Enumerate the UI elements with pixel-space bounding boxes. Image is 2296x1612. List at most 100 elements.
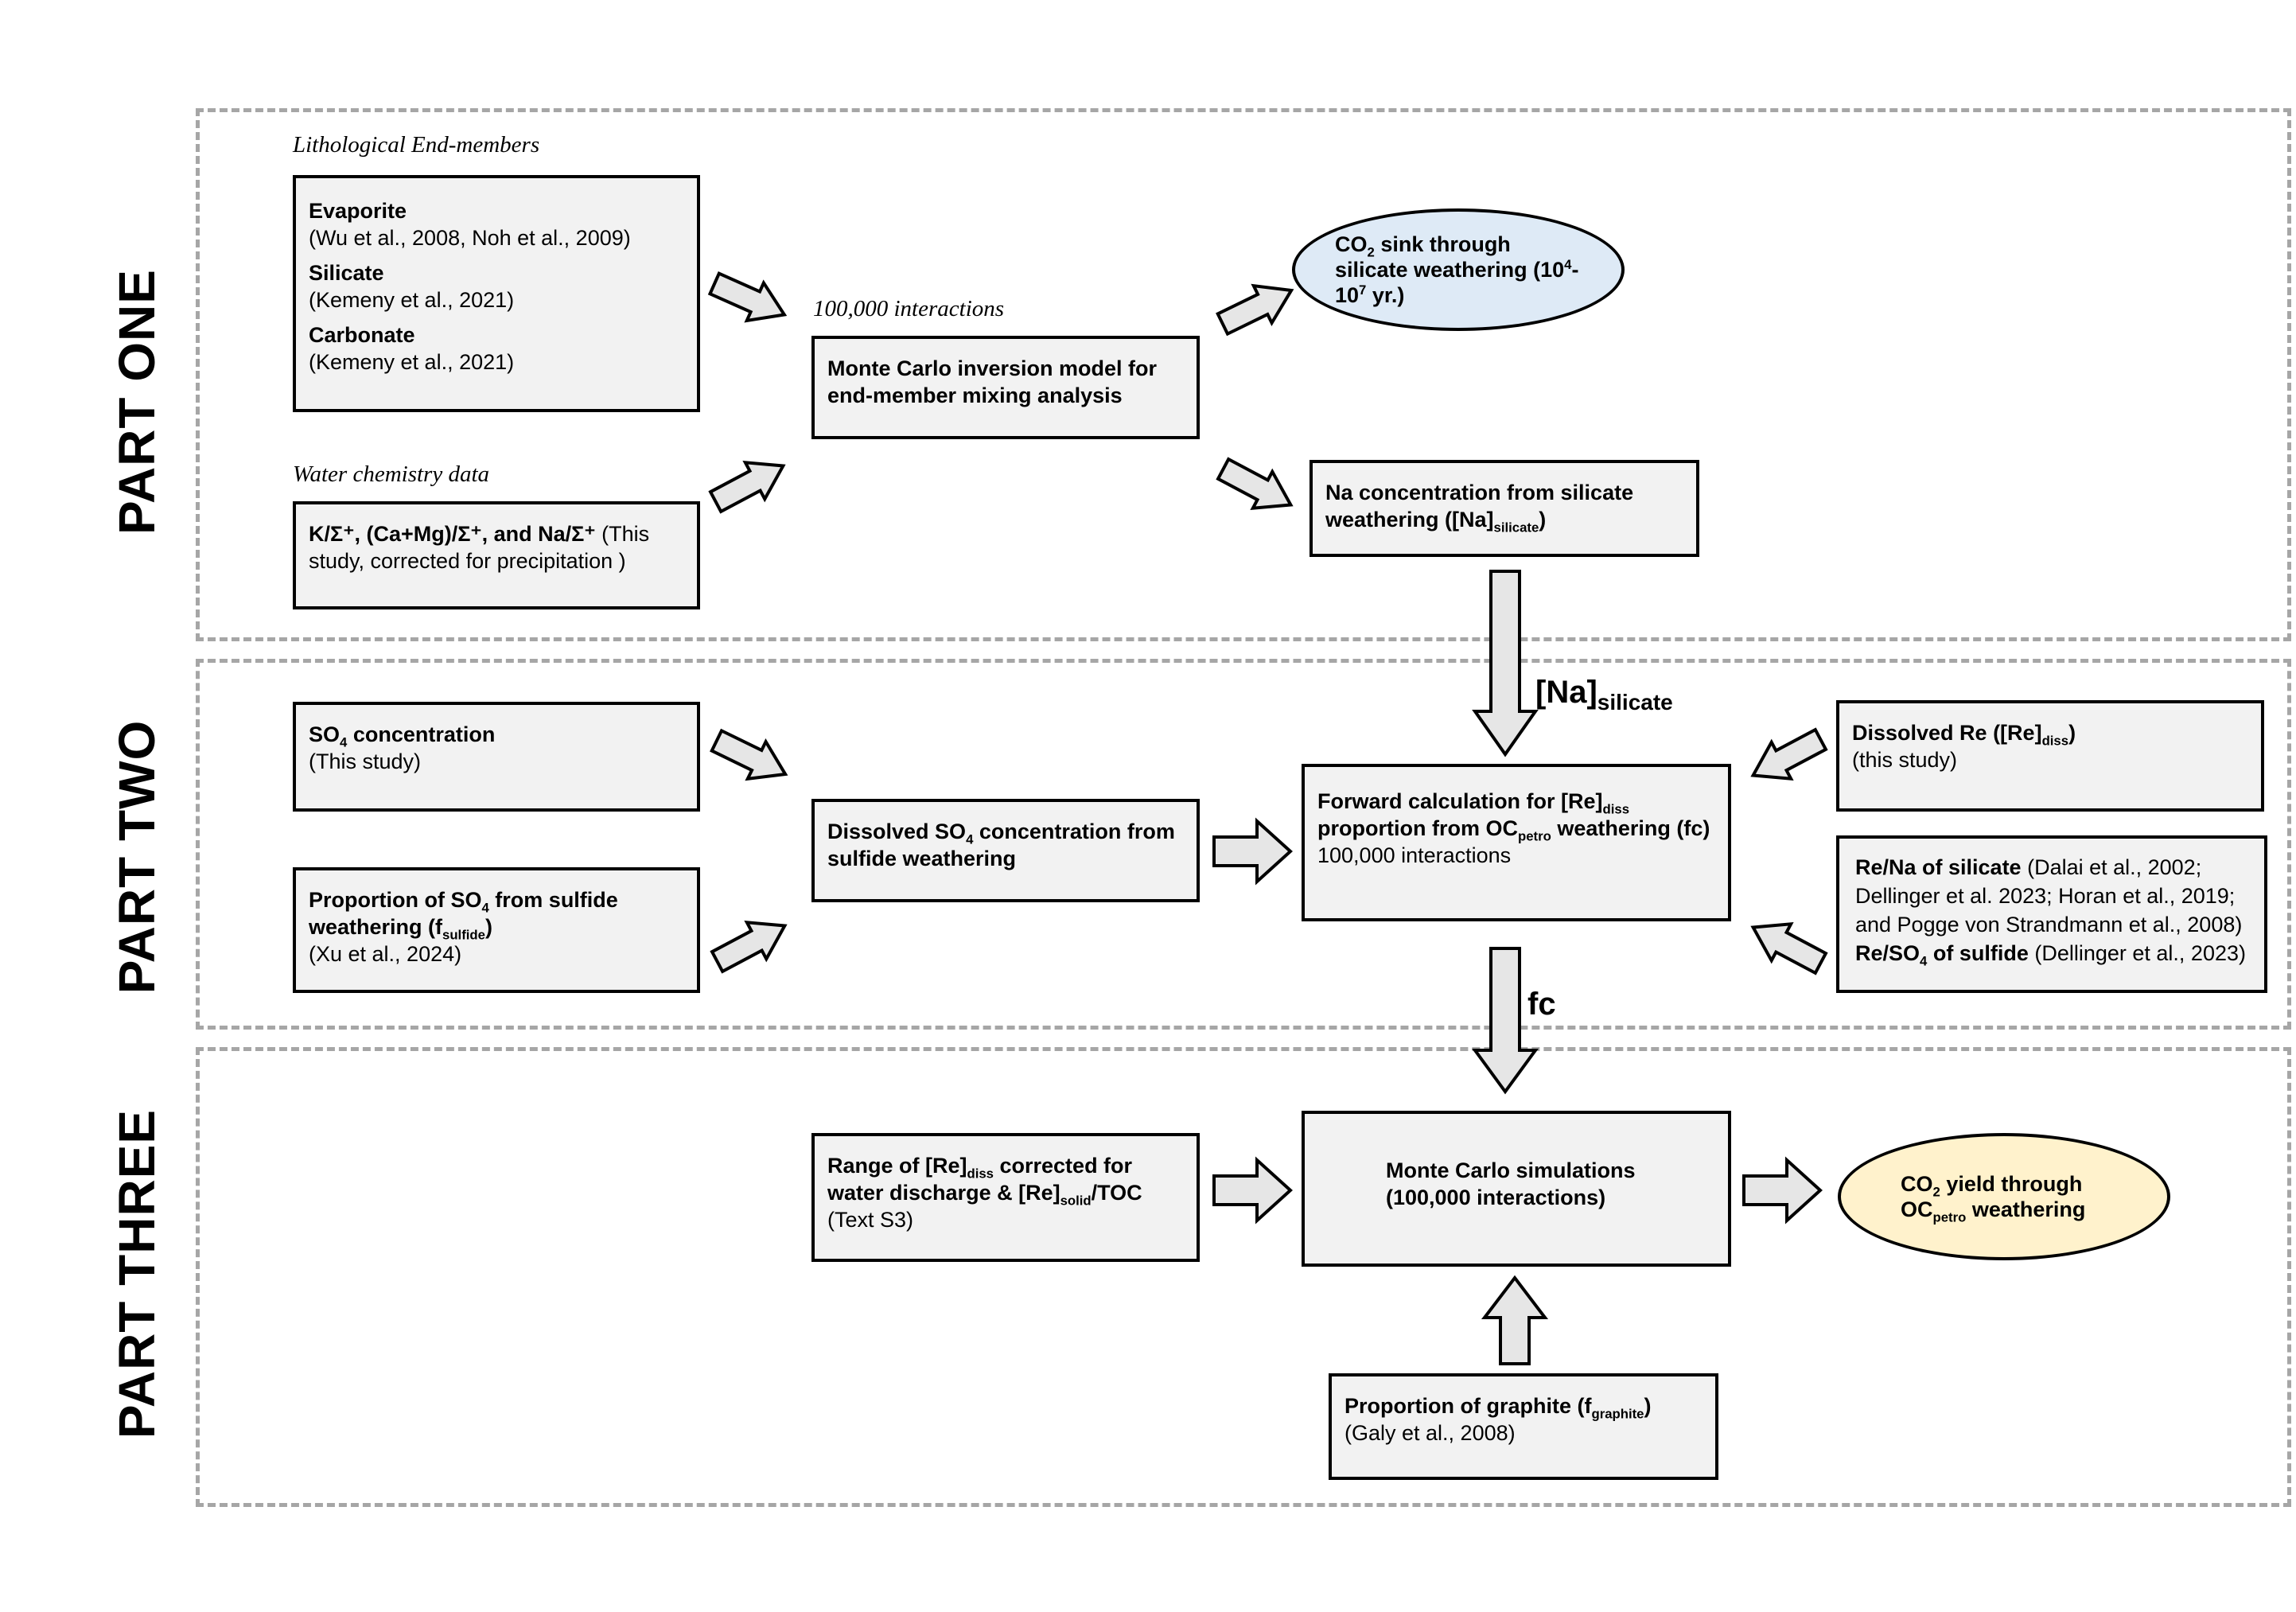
arrow-ratios-to-forward bbox=[1750, 921, 1828, 975]
re-ratios-box: Re/Na of silicate (Dalai et al., 2002; D… bbox=[1836, 835, 2267, 993]
arrow-range-to-simulations bbox=[1212, 1156, 1293, 1225]
co2-sink-sub: 2 bbox=[1367, 244, 1375, 260]
arrow-forward-to-simulations bbox=[1472, 947, 1539, 1095]
section-part-three bbox=[196, 1047, 2291, 1507]
section-part-two bbox=[196, 659, 2291, 1030]
fc-flow-label: fc bbox=[1527, 987, 1556, 1022]
na-flow-text: [Na] bbox=[1535, 675, 1597, 710]
re-range-sub: diss bbox=[967, 1166, 994, 1182]
dissolved-re-reference: (this study) bbox=[1852, 748, 1958, 772]
re-so4-reference: (Dellinger et al., 2023) bbox=[2028, 941, 2246, 965]
so4-concentration-text: SO bbox=[309, 722, 341, 746]
dissolved-so4-box: Dissolved SO4 concentration from sulfide… bbox=[811, 799, 1200, 902]
arrow-dissolved-re-to-forward bbox=[1750, 727, 1828, 781]
re-range-box: Range of [Re]diss corrected for water di… bbox=[811, 1133, 1200, 1262]
re-so4-label: Re/SO bbox=[1855, 941, 1920, 965]
co2-sink-ellipse: CO2 sink through silicate weathering (10… bbox=[1292, 208, 1625, 331]
co2-yield-text-b: yield through OC bbox=[1901, 1172, 2083, 1221]
dissolved-re-sub: diss bbox=[2041, 733, 2069, 749]
arrow-na-to-forward bbox=[1472, 570, 1539, 757]
dissolved-so4-text-a: Dissolved SO bbox=[827, 820, 967, 843]
re-na-silicate-references: (Dalai et al., 2002; Dellinger et al. 20… bbox=[1855, 855, 2243, 936]
evaporite-reference: (Wu et al., 2008, Noh et al., 2009) bbox=[309, 226, 631, 250]
dissolved-re-box: Dissolved Re ([Re]diss) (this study) bbox=[1836, 700, 2264, 812]
arrow-graphite-to-simulations bbox=[1481, 1275, 1549, 1365]
sulfide-proportion-text-a: Proportion of SO bbox=[309, 888, 482, 912]
lithological-end-members-title: Lithological End-members bbox=[293, 132, 540, 158]
arrow-model-to-co2-sink bbox=[1216, 283, 1294, 337]
so4-concentration-reference: (This study) bbox=[309, 750, 422, 773]
arrow-so4-to-dissolved bbox=[710, 728, 788, 781]
part-three-label: PART THREE bbox=[108, 1108, 165, 1439]
re-range-reference: (Text S3) bbox=[827, 1208, 914, 1232]
water-chemistry-ratios: K/Σ⁺, (Ca+Mg)/Σ⁺, and Na/Σ⁺ bbox=[309, 522, 596, 546]
so4-concentration-sub: 4 bbox=[340, 734, 348, 750]
co2-yield-text-a: CO bbox=[1901, 1172, 1933, 1196]
monte-carlo-inversion-text: Monte Carlo inversion model for end-memb… bbox=[827, 356, 1158, 407]
lithological-end-members-box: Evaporite (Wu et al., 2008, Noh et al., … bbox=[293, 175, 700, 412]
co2-sink-text-b: sink through silicate weathering (10 bbox=[1335, 232, 1565, 282]
graphite-proportion-box: Proportion of graphite (fgraphite) (Galy… bbox=[1329, 1373, 1718, 1480]
na-concentration-sub: silicate bbox=[1493, 520, 1539, 535]
co2-sink-sup1: 4 bbox=[1564, 257, 1572, 272]
sulfide-proportion-text-c: ) bbox=[484, 915, 492, 939]
sulfide-proportion-sub: 4 bbox=[481, 900, 489, 916]
graphite-proportion-sub: graphite bbox=[1591, 1406, 1644, 1422]
na-concentration-close: ) bbox=[1539, 508, 1547, 531]
graphite-proportion-text-a: Proportion of graphite (f bbox=[1345, 1394, 1592, 1418]
carbonate-reference: (Kemeny et al., 2021) bbox=[309, 350, 515, 374]
dissolved-re-text-a: Dissolved Re ([Re] bbox=[1852, 721, 2042, 745]
forward-calculation-sub: diss bbox=[1602, 801, 1630, 817]
graphite-proportion-reference: (Galy et al., 2008) bbox=[1345, 1421, 1516, 1445]
forward-calculation-sub2: petro bbox=[1517, 828, 1551, 844]
water-chemistry-title: Water chemistry data bbox=[293, 461, 490, 487]
dissolved-re-text-b: ) bbox=[2068, 721, 2076, 745]
arrow-simulations-to-co2-yield bbox=[1742, 1156, 1823, 1225]
arrow-water-to-model bbox=[708, 460, 786, 514]
water-chemistry-note: (This study, corrected for precipitation… bbox=[309, 522, 650, 573]
forward-calculation-text-c: weathering (fc) bbox=[1551, 816, 1710, 840]
dissolved-so4-sub: 4 bbox=[966, 831, 974, 847]
na-silicate-flow-label: [Na]silicate bbox=[1535, 675, 1673, 714]
na-flow-sub: silicate bbox=[1597, 690, 1673, 714]
co2-sink-text-d: yr.) bbox=[1366, 283, 1405, 307]
co2-yield-sub: 2 bbox=[1932, 1184, 1940, 1200]
carbonate-label: Carbonate bbox=[309, 323, 415, 347]
monte-carlo-simulations-text: Monte Carlo simulations (100,000 interac… bbox=[1386, 1158, 1636, 1209]
monte-carlo-inversion-box: Monte Carlo inversion model for end-memb… bbox=[811, 336, 1200, 439]
na-concentration-box: Na concentration from silicate weatherin… bbox=[1309, 460, 1699, 557]
re-range-text-b: corrected for water discharge & [Re] bbox=[827, 1154, 1133, 1205]
graphite-proportion-text-b: ) bbox=[1644, 1394, 1652, 1418]
na-concentration-text: Na concentration from silicate weatherin… bbox=[1325, 481, 1634, 531]
forward-calculation-text-b: proportion from OC bbox=[1317, 816, 1518, 840]
re-so4-label-b: of sulfide bbox=[1927, 941, 2029, 965]
re-so4-sub: 4 bbox=[1920, 953, 1928, 969]
interactions-label: 100,000 interactions bbox=[813, 296, 1005, 321]
forward-calculation-interactions: 100,000 interactions bbox=[1317, 843, 1512, 867]
re-range-sub2: solid bbox=[1060, 1193, 1092, 1209]
sulfide-proportion-sub2: sulfide bbox=[442, 927, 485, 943]
dissolved-so4-text-b: concentration from sulfide weathering bbox=[827, 820, 1175, 870]
arrow-sulfide-to-dissolved bbox=[710, 920, 788, 974]
re-na-silicate-label: Re/Na of silicate bbox=[1855, 855, 2022, 879]
co2-yield-text-c: weathering bbox=[1966, 1197, 2086, 1221]
re-range-text-c: /TOC bbox=[1091, 1181, 1142, 1205]
so4-concentration-text-b: concentration bbox=[347, 722, 496, 746]
re-range-text-a: Range of [Re] bbox=[827, 1154, 967, 1178]
co2-sink-sup2: 7 bbox=[1359, 282, 1367, 298]
evaporite-label: Evaporite bbox=[309, 199, 407, 223]
co2-sink-text-a: CO bbox=[1335, 232, 1368, 256]
co2-sink-text-c: -10 bbox=[1335, 258, 1579, 307]
arrow-dissolved-to-forward bbox=[1212, 817, 1293, 886]
sulfide-proportion-box: Proportion of SO4 from sulfide weatherin… bbox=[293, 867, 700, 993]
co2-yield-sub2: petro bbox=[1932, 1209, 1967, 1225]
forward-calculation-box: Forward calculation for [Re]diss proport… bbox=[1302, 764, 1731, 921]
arrow-model-to-na bbox=[1216, 457, 1294, 511]
co2-yield-ellipse: CO2 yield through OCpetro weathering bbox=[1838, 1133, 2170, 1260]
silicate-reference: (Kemeny et al., 2021) bbox=[309, 288, 515, 312]
sulfide-proportion-text-b: from sulfide weathering (f bbox=[309, 888, 618, 939]
section-part-one bbox=[196, 108, 2291, 641]
monte-carlo-simulations-box: Monte Carlo simulations (100,000 interac… bbox=[1302, 1111, 1731, 1267]
silicate-label: Silicate bbox=[309, 261, 384, 285]
so4-concentration-box: SO4 concentration (This study) bbox=[293, 702, 700, 812]
